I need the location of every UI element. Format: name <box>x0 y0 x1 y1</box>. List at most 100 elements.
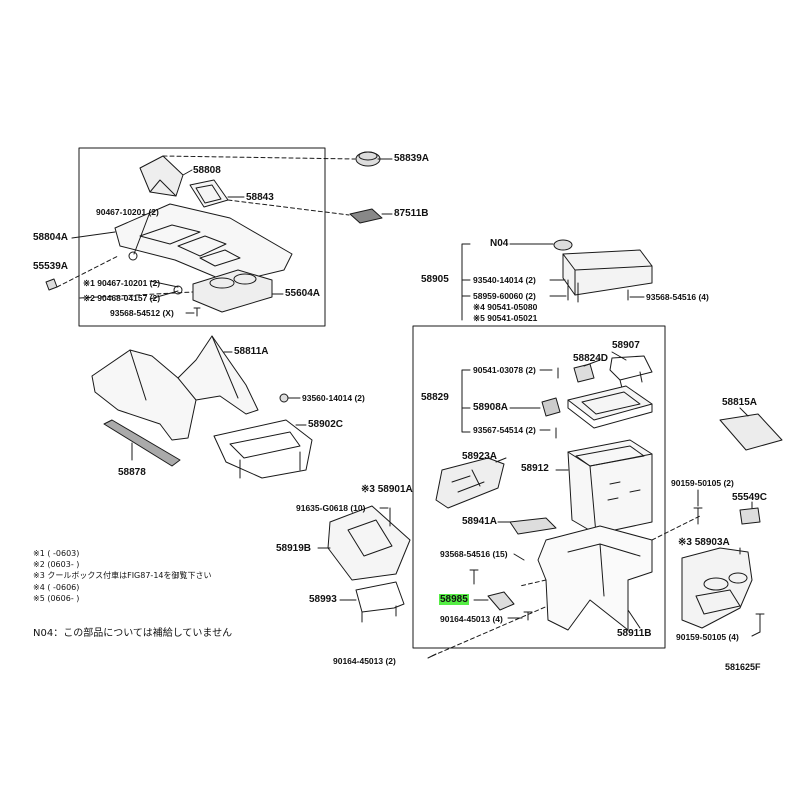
label-58907[interactable]: 58907 <box>612 340 640 351</box>
panel-opening-2 <box>177 235 227 257</box>
label-93560-14014[interactable]: 93560-14014 (2) <box>302 393 365 403</box>
label-90164-45013-2[interactable]: 90164-45013 (2) <box>333 656 396 666</box>
panel-58903A-lower <box>695 589 741 615</box>
label-58811A[interactable]: 58811A <box>234 346 269 357</box>
label-58923A[interactable]: 58923A <box>462 451 498 462</box>
latch-58908A <box>541 397 561 417</box>
footnote-2: ※2 (0603- ) <box>33 560 80 569</box>
panel-58923A <box>435 457 505 509</box>
screw-93568-54516 <box>469 569 479 585</box>
console-box-group-frame <box>412 325 666 649</box>
label-58908A[interactable]: 58908A <box>473 402 509 413</box>
bracket-58919B-cutout <box>347 519 393 557</box>
bracket-58919B <box>327 505 411 581</box>
label-90541-03078[interactable]: 90541-03078 (2) <box>473 365 536 375</box>
label-58843[interactable]: 58843 <box>246 192 274 203</box>
panel-opening-3 <box>199 249 241 267</box>
knob-top <box>358 151 378 161</box>
leader-lines-lid <box>461 243 645 321</box>
bracket-58985 <box>487 591 515 611</box>
label-58959-60060[interactable]: 58959-60060 (2) <box>473 291 536 301</box>
trim-strip-58878 <box>103 419 181 467</box>
label-90541-05021[interactable]: ※5 90541-05021 <box>473 313 538 323</box>
label-58993[interactable]: 58993 <box>309 594 337 605</box>
footnote-3: ※3 クールボックス付車はFIG87-14を御覧下さい <box>33 571 212 580</box>
screw-90159-bottom <box>755 613 765 633</box>
label-58829[interactable]: 58829 <box>421 392 449 403</box>
label-58985[interactable]: 58985 <box>439 594 469 606</box>
leader-58815A <box>739 407 749 417</box>
label-58941A[interactable]: 58941A <box>462 516 498 527</box>
leader-lines-mid-left <box>279 393 307 426</box>
hinge-58907-tabs <box>619 371 643 389</box>
bezel-inner <box>195 184 222 204</box>
footnote-n04: N04：この部品については補給していません <box>33 628 233 639</box>
pad-58941A <box>509 517 557 535</box>
label-55539A[interactable]: 55539A <box>33 261 69 272</box>
label-58919B[interactable]: 58919B <box>276 543 312 554</box>
panel-58903A-cup-2 <box>728 572 748 584</box>
label-58905[interactable]: 58905 <box>421 274 449 285</box>
clip-55539A <box>45 278 58 291</box>
footnote-1: ※1 ( -0603) <box>33 549 80 558</box>
label-58903A[interactable]: ※3 58903A <box>678 537 730 548</box>
tray-58829-inner <box>581 391 641 415</box>
label-90467-10201[interactable]: 90467-10201 (2) <box>96 207 159 217</box>
panel-58903A <box>681 547 753 629</box>
label-87511B[interactable]: 87511B <box>394 208 429 219</box>
cup-hole-1 <box>209 277 235 289</box>
console-body-edges <box>567 543 641 597</box>
leader-58911B <box>627 609 641 629</box>
label-N04[interactable]: N04 <box>490 238 509 249</box>
console-body-58911B <box>537 525 653 631</box>
box-58912-holes <box>607 481 641 501</box>
footnote-5: ※5 (0606- ) <box>33 594 80 603</box>
label-58808[interactable]: 58808 <box>193 165 221 176</box>
panel-58815A <box>719 413 783 451</box>
label-93567-54514[interactable]: 93567-54514 (2) <box>473 425 536 435</box>
label-55549C[interactable]: 55549C <box>732 492 768 503</box>
label-58824D[interactable]: 58824D <box>573 353 609 364</box>
bracket-58993-legs <box>361 605 397 623</box>
label-58985-highlight: 58985 <box>439 594 469 605</box>
label-58901A[interactable]: ※3 58901A <box>361 484 413 495</box>
label-91635-G0618[interactable]: 91635-G0618 (10) <box>296 503 366 513</box>
label-93568-54512[interactable]: 93568-54512 (X) <box>110 308 174 318</box>
label-58902C[interactable]: 58902C <box>308 419 344 430</box>
label-58911B[interactable]: 58911B <box>617 628 652 639</box>
screws-console-top <box>555 367 559 439</box>
panel-opening-1 <box>139 224 201 245</box>
cup-hole-2 <box>233 273 257 285</box>
side-panel-edges <box>129 335 239 401</box>
label-90159-50105-bottom[interactable]: 90159-50105 (4) <box>676 632 739 642</box>
label-93568-54516-4[interactable]: 93568-54516 (4) <box>646 292 709 302</box>
panel-58903A-cup-1 <box>703 577 729 591</box>
bracket-58993 <box>355 581 405 613</box>
assembly-lines-top <box>56 155 356 299</box>
label-58804A[interactable]: 58804A <box>33 232 69 243</box>
label-90541-05080[interactable]: ※4 90541-05080 <box>473 302 538 312</box>
bezel-58843 <box>189 179 229 208</box>
lid-fasteners <box>567 279 629 303</box>
figure-code: 581625F <box>725 662 761 672</box>
label-90159-50105-top[interactable]: 90159-50105 (2) <box>671 478 734 488</box>
label-58912[interactable]: 58912 <box>521 463 549 474</box>
label-58839A[interactable]: 58839A <box>394 153 430 164</box>
label-93568-54516-15[interactable]: 93568-54516 (15) <box>440 549 508 559</box>
screw-hole <box>173 285 183 295</box>
box-58912-top <box>575 445 645 467</box>
tray-58829-sides <box>567 399 653 429</box>
bracket-legs <box>239 451 301 479</box>
pad-87511B <box>349 208 383 224</box>
label-93540-14014[interactable]: 93540-14014 (2) <box>473 275 536 285</box>
label-90164-45013-4[interactable]: 90164-45013 (4) <box>440 614 503 624</box>
label-90468-04157[interactable]: ※2 90468-04157 (2) <box>83 293 161 303</box>
hinge-58824D <box>573 363 595 383</box>
leader-90159-bottom <box>751 631 761 637</box>
label-58815A[interactable]: 58815A <box>722 397 758 408</box>
label-55604A[interactable]: 55604A <box>285 288 321 299</box>
label-58878[interactable]: 58878 <box>118 467 146 478</box>
label-90467-10201-m1[interactable]: ※1 90467-10201 (2) <box>83 278 161 288</box>
